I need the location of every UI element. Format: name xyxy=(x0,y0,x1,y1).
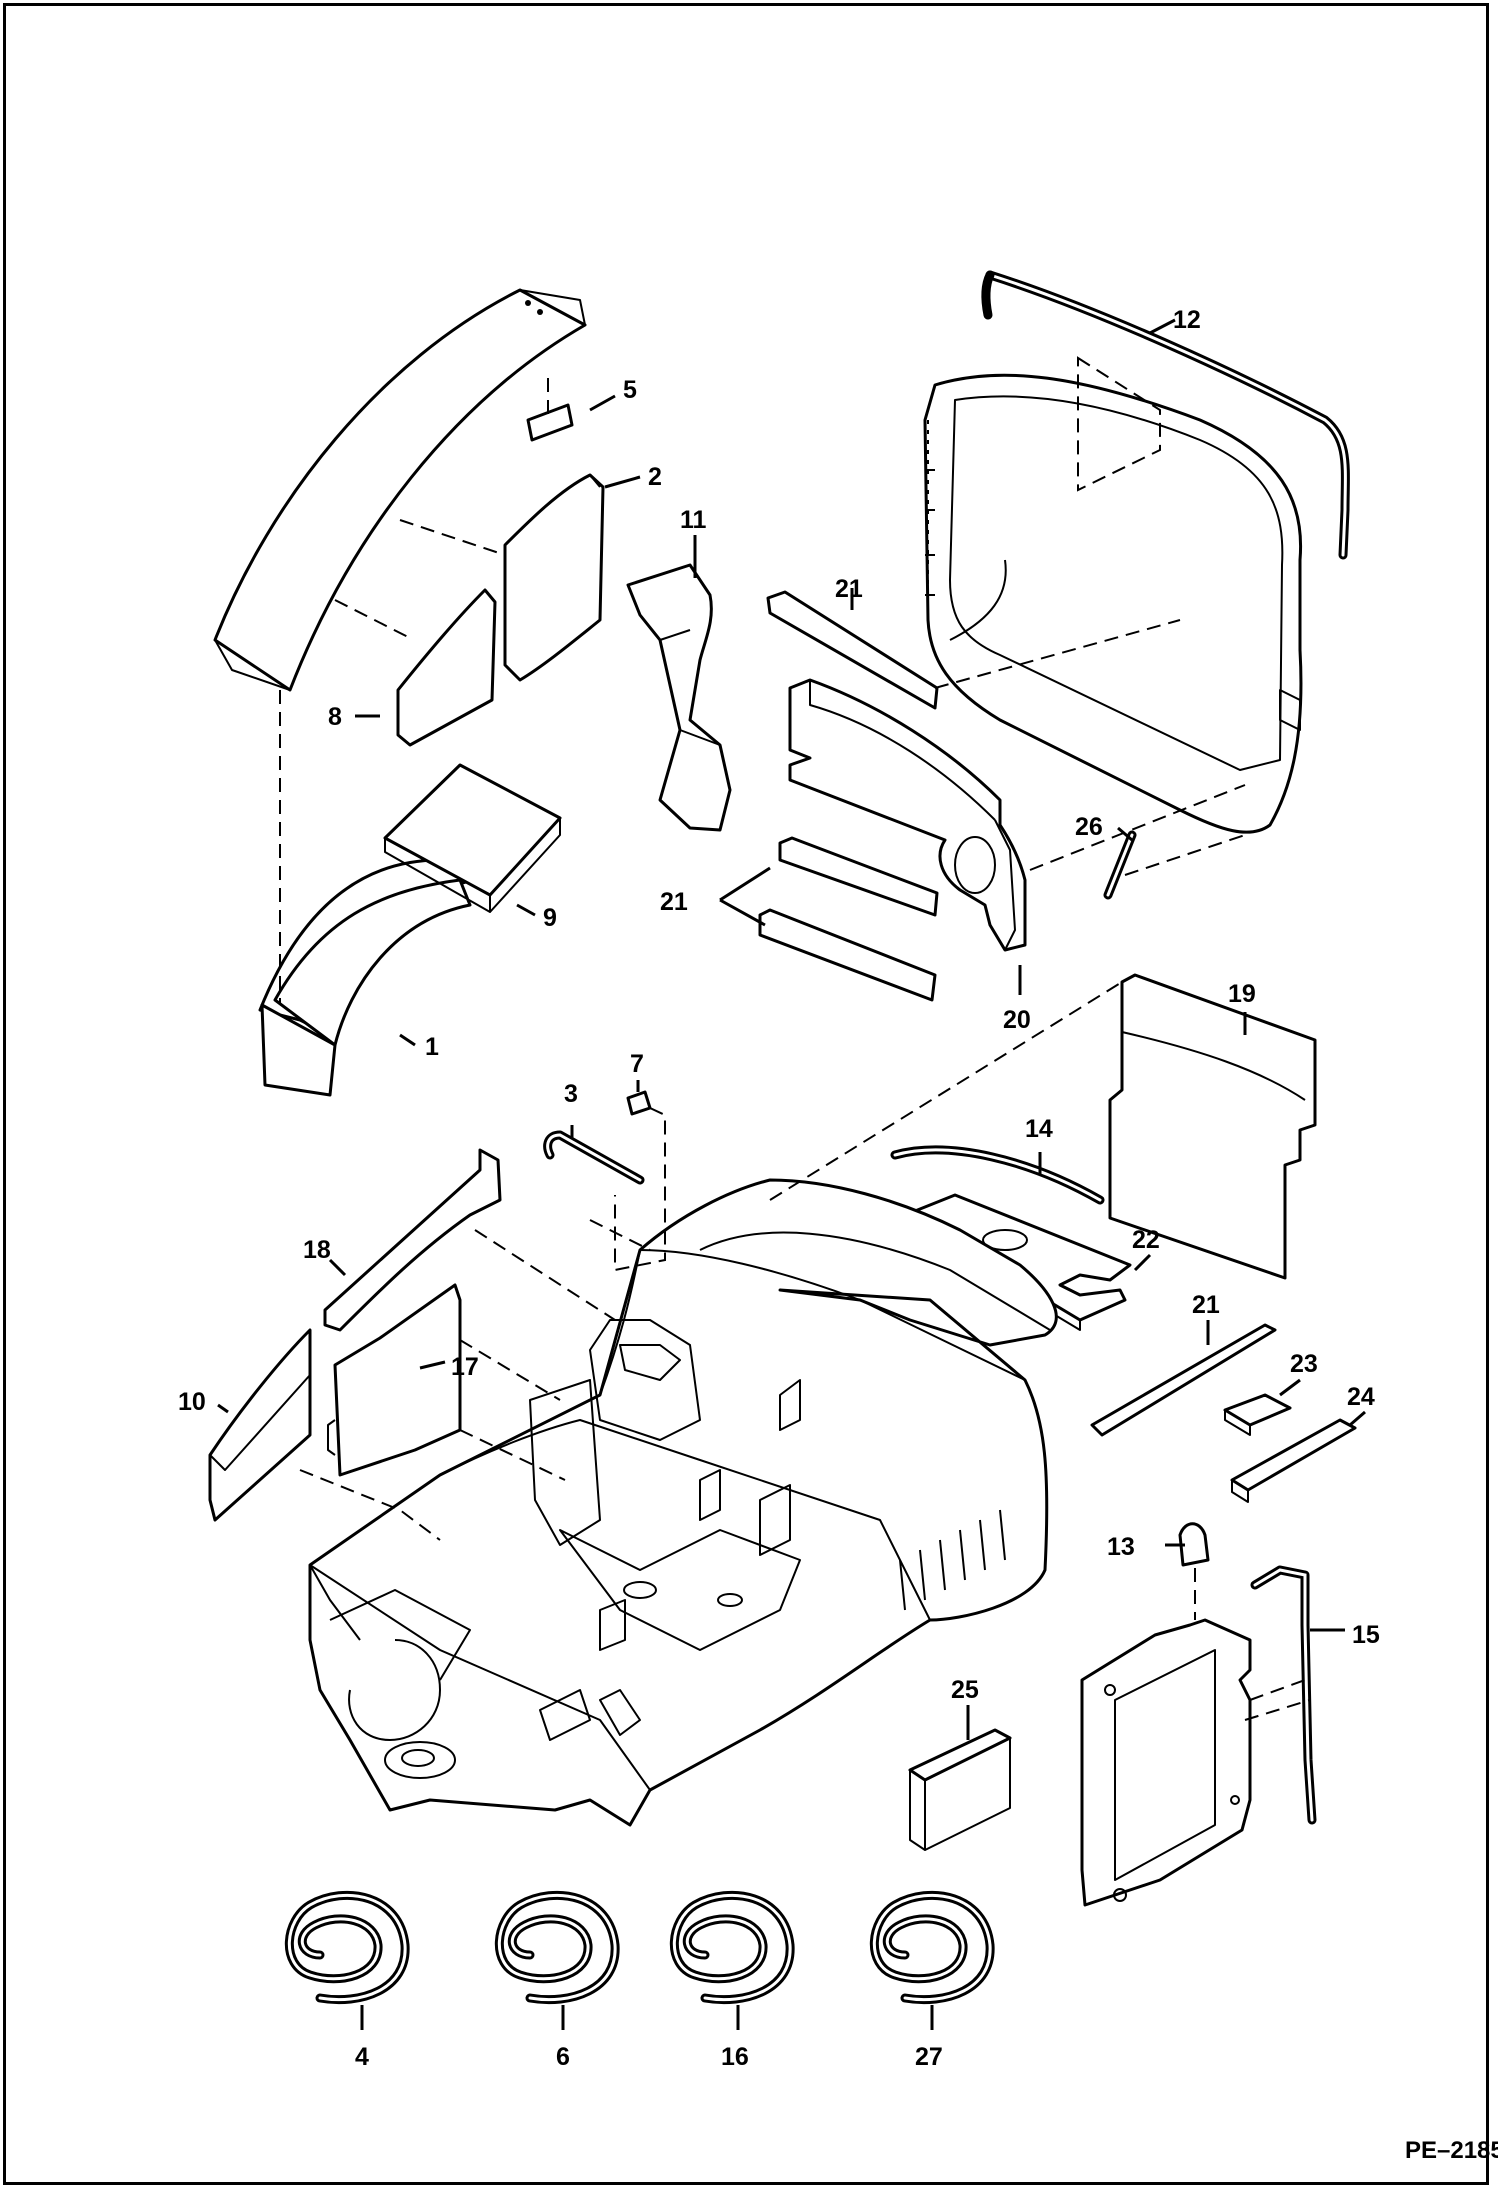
part-5-block xyxy=(526,403,574,442)
callout-leaders xyxy=(217,318,1366,2030)
part-8-foam-wedge xyxy=(396,588,497,747)
part-20-rear-foam xyxy=(788,678,1027,952)
callout-25: 25 xyxy=(951,1676,979,1704)
callout-1: 1 xyxy=(425,1033,439,1061)
part-1-lower-panel xyxy=(258,858,477,1097)
callout-5: 5 xyxy=(623,376,637,404)
part-1-upper-panel xyxy=(213,288,587,692)
part-25-pad xyxy=(908,1728,1012,1851)
callout-22: 22 xyxy=(1132,1226,1160,1254)
part-10-foam xyxy=(208,1328,312,1522)
part-6-spiral-seal xyxy=(494,1890,620,2005)
callout-10: 10 xyxy=(178,1388,206,1416)
assembly-leader-lines xyxy=(279,356,1311,1721)
part-27-spiral-seal xyxy=(869,1890,995,2005)
callout-9: 9 xyxy=(543,904,557,932)
rear-cowl-frame xyxy=(923,373,1303,834)
part-18-foam xyxy=(323,1148,502,1332)
part-14-seal-strip xyxy=(890,1145,1105,1205)
part-4-spiral-seal xyxy=(284,1890,410,2005)
callout-21-top: 21 xyxy=(835,575,863,603)
part-2-foam-wedge xyxy=(503,473,605,682)
page-border xyxy=(3,3,1489,2185)
part-15-seal xyxy=(1250,1565,1317,1825)
callout-20: 20 xyxy=(1003,1006,1031,1034)
machine-cab-frame xyxy=(308,1178,1058,1827)
callout-3: 3 xyxy=(564,1080,578,1108)
callout-12: 12 xyxy=(1173,306,1201,334)
callout-labels: 1 2 3 4 5 6 7 8 9 10 11 12 13 14 15 16 1… xyxy=(178,306,1380,2071)
part-13-plug xyxy=(1178,1522,1210,1567)
part-11-foam-strip xyxy=(626,563,732,832)
callout-21-right: 21 xyxy=(1192,1291,1220,1319)
callout-4: 4 xyxy=(355,2043,369,2071)
part-16-spiral-seal xyxy=(669,1890,795,2005)
part-19-panel xyxy=(1108,973,1317,1280)
callout-19: 19 xyxy=(1228,980,1256,1008)
part-17-panel xyxy=(327,1283,462,1477)
part-21-strip-low xyxy=(758,908,937,1002)
figure-code: PE–2185 xyxy=(1405,2137,1498,2164)
callout-2: 2 xyxy=(648,463,662,491)
part-12-window-seal xyxy=(981,270,1350,560)
callout-15: 15 xyxy=(1352,1621,1380,1649)
callout-27: 27 xyxy=(915,2043,943,2071)
part-24-pad xyxy=(1230,1418,1357,1503)
part-3-seal xyxy=(543,1130,645,1185)
callout-13: 13 xyxy=(1107,1533,1135,1561)
part-21-strip-top xyxy=(766,590,939,710)
callout-14: 14 xyxy=(1025,1115,1053,1143)
side-door-panel xyxy=(1080,1618,1252,1907)
callout-17: 17 xyxy=(451,1353,479,1381)
callout-21-mid: 21 xyxy=(660,888,688,916)
callout-6: 6 xyxy=(556,2043,570,2071)
callout-23: 23 xyxy=(1290,1350,1318,1378)
callout-26: 26 xyxy=(1075,813,1103,841)
part-7-clip xyxy=(626,1090,652,1116)
callout-7: 7 xyxy=(630,1050,644,1078)
callout-24: 24 xyxy=(1347,1383,1375,1411)
part-21-strip-right xyxy=(1090,1323,1277,1437)
callout-8: 8 xyxy=(328,703,342,731)
part-26-clip xyxy=(1103,830,1137,900)
callout-11: 11 xyxy=(680,506,707,534)
callout-18: 18 xyxy=(303,1236,331,1264)
callout-16: 16 xyxy=(721,2043,749,2071)
part-23-pad xyxy=(1223,1393,1292,1436)
part-9-flat-pad xyxy=(383,763,562,913)
part-21-strip-mid xyxy=(778,836,939,917)
